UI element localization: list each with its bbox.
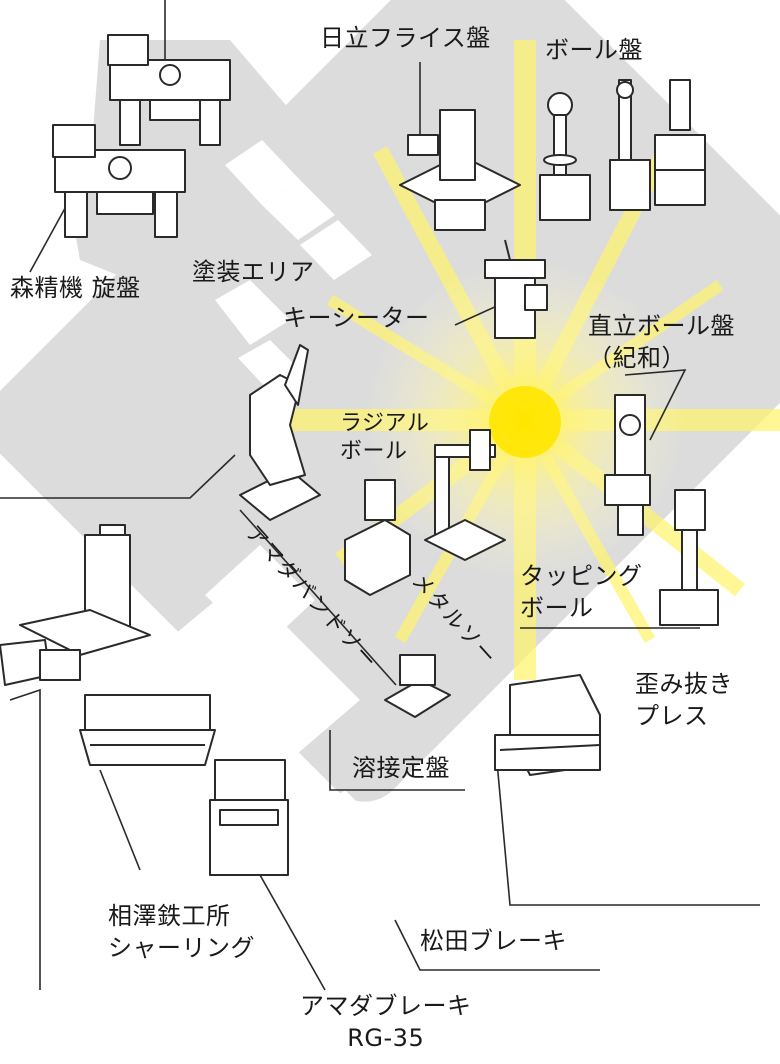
keyseater-icon [484, 239, 548, 339]
label-vertical-drill: 直立ボール盤 （紀和） [588, 312, 735, 372]
radial-drill-icon [424, 429, 506, 561]
press-icon [494, 674, 601, 776]
label-ball-mill: ボール盤 [545, 36, 643, 64]
label-hitachi-milling: 日立フライス盤 [320, 24, 491, 52]
label-radial-drill: ラジアル ボール [340, 411, 430, 464]
label-straightening-press: 歪み抜き プレス [635, 670, 733, 730]
label-matsuda-brake: 松田ブレーキ [420, 927, 567, 955]
press-brake-icon [209, 759, 289, 876]
robot-arm-icon [239, 344, 321, 521]
shearing-machine-icon [79, 694, 216, 766]
boring-machine-icon [0, 524, 151, 686]
metal-saw-icon [384, 654, 451, 718]
drill-press-icon [654, 79, 706, 206]
drill-press-icon [609, 79, 651, 211]
lathe-icon [52, 124, 186, 238]
label-mori-lathe: 森精機 旋盤 [10, 274, 141, 302]
label-tapping-drill: タッピング ボール [520, 562, 643, 622]
lathe-icon [107, 34, 231, 146]
tapping-machine-icon [659, 489, 719, 626]
label-welding-table: 溶接定盤 [352, 754, 450, 782]
aisles [168, 140, 420, 955]
label-amada-brake: アマダブレーキ RG-35 [300, 992, 472, 1052]
milling-machine-icon [399, 109, 521, 231]
label-aizawa-shearing: 相澤鉄工所 シャーリング [108, 902, 255, 962]
drill-press-icon [604, 394, 651, 536]
label-key-seater: キーシーター [283, 304, 430, 332]
bandsaw-icon [344, 479, 411, 596]
drill-press-icon [539, 92, 591, 221]
label-painting-area: 塗装エリア [192, 258, 315, 286]
